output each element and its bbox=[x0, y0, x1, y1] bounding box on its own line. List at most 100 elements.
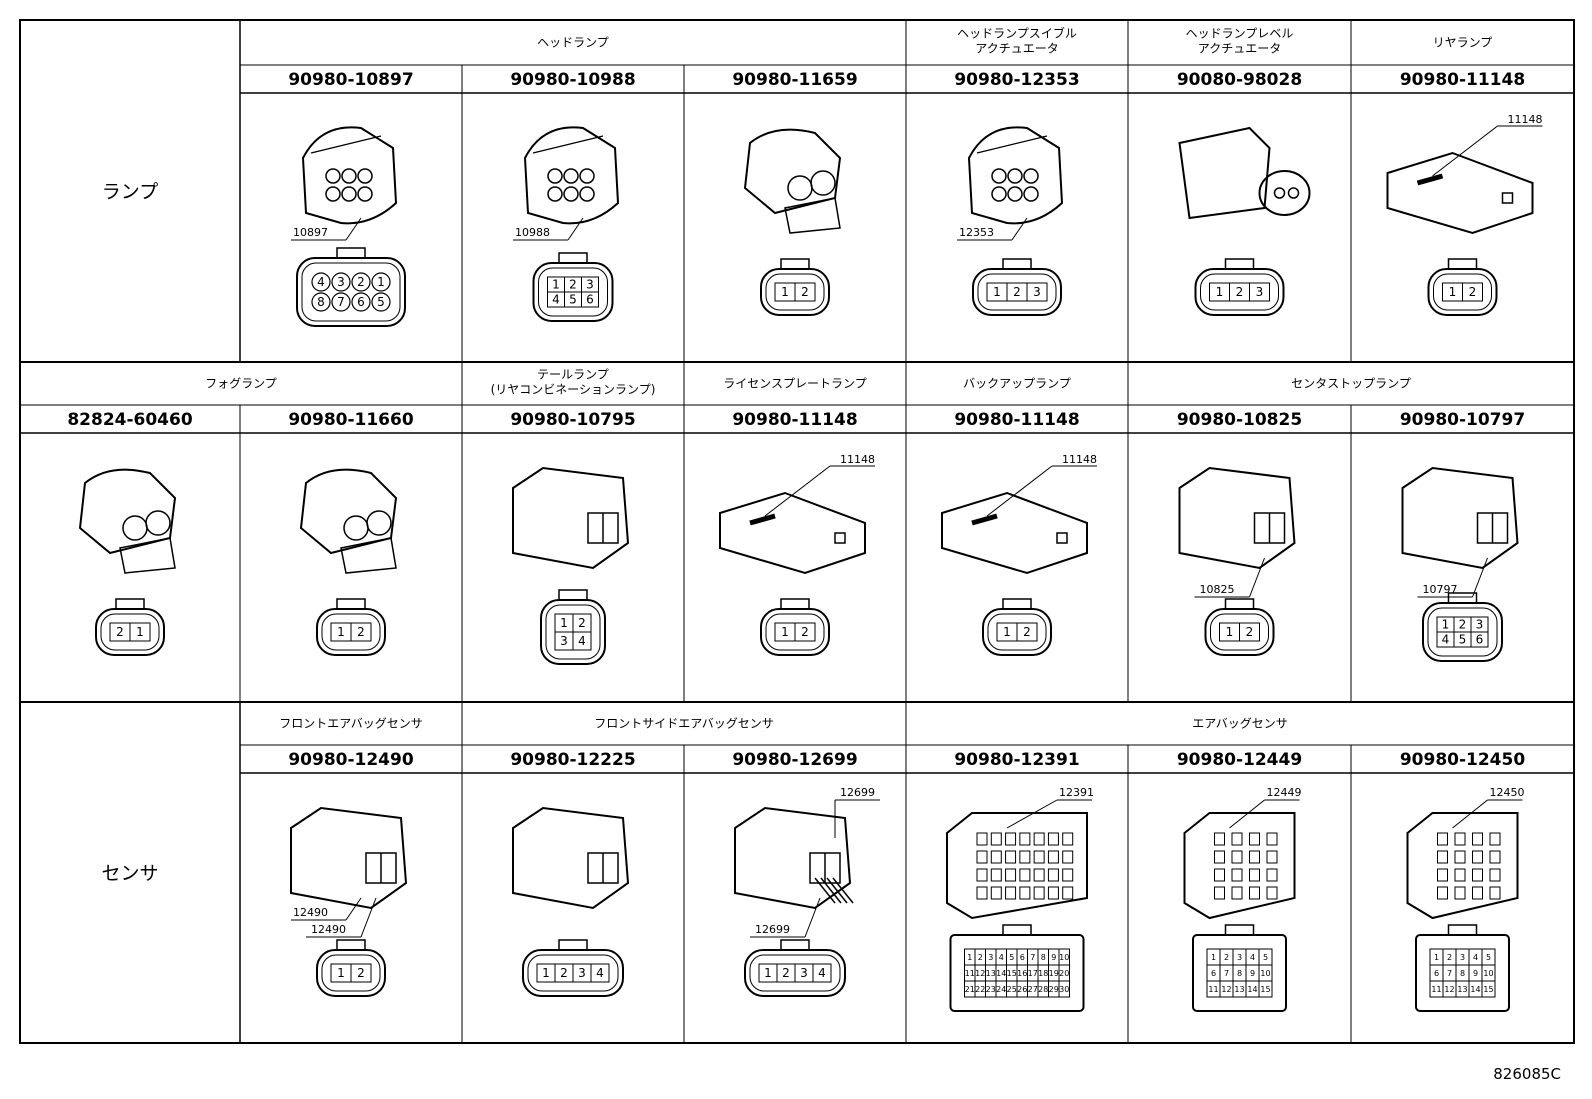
latch bbox=[336, 247, 366, 259]
pin-number: 4 bbox=[999, 953, 1004, 962]
callout-label: 12699 bbox=[755, 923, 790, 936]
pin-number: 3 bbox=[800, 966, 808, 980]
part-number: 90980-12353 bbox=[954, 70, 1079, 90]
callout-label: 11148 bbox=[1508, 113, 1543, 126]
pin-number: 1 bbox=[1442, 618, 1450, 632]
pin-cavity bbox=[1462, 282, 1483, 302]
pin-number: 28 bbox=[1038, 985, 1048, 994]
callout-label: 10897 bbox=[293, 226, 328, 239]
latch bbox=[1224, 924, 1255, 936]
pin-number: 2 bbox=[801, 625, 809, 639]
connector-isometric-view: 12450 bbox=[1406, 786, 1525, 920]
pin-number: 17 bbox=[1028, 969, 1038, 978]
pin-number: 18 bbox=[1038, 969, 1048, 978]
pin-number: 6 bbox=[586, 293, 594, 307]
connector-isometric-view: 10825 bbox=[1178, 466, 1296, 598]
pin-number: 10 bbox=[1483, 969, 1493, 978]
group-label: アクチュエータ bbox=[1198, 42, 1281, 56]
pin-number: 4 bbox=[1250, 953, 1255, 962]
pin-number: 10 bbox=[1059, 953, 1069, 962]
latch bbox=[558, 252, 588, 264]
callout-label: 12490 bbox=[311, 923, 346, 936]
connector-isometric-view bbox=[743, 128, 842, 234]
callout-label: 12450 bbox=[1490, 786, 1525, 799]
pin-number: 1 bbox=[560, 616, 568, 630]
connector-isometric-view: 12699 12699 bbox=[734, 786, 880, 938]
callout-label: 12449 bbox=[1267, 786, 1302, 799]
pin-number: 25 bbox=[1007, 985, 1017, 994]
pin-cavity bbox=[371, 292, 391, 312]
pin-number: 4 bbox=[818, 966, 826, 980]
callout-label: 12699 bbox=[840, 786, 875, 799]
pin-number: 6 bbox=[1476, 633, 1484, 647]
pin-number: 24 bbox=[996, 985, 1006, 994]
pin-number: 9 bbox=[1473, 969, 1478, 978]
pin-number: 8 bbox=[1460, 969, 1465, 978]
pin-number: 2 bbox=[1447, 953, 1452, 962]
pin-number: 3 bbox=[560, 634, 568, 648]
group-label: バックアップランプ bbox=[963, 377, 1071, 391]
pin-number: 3 bbox=[1237, 953, 1242, 962]
pin-number: 2 bbox=[1246, 625, 1254, 639]
pin-number: 2 bbox=[357, 625, 365, 639]
pin-number: 21 bbox=[965, 985, 975, 994]
drawing-reference-code: 826085C bbox=[1493, 1065, 1561, 1083]
pin-number: 1 bbox=[1226, 625, 1234, 639]
pin-number: 3 bbox=[586, 278, 594, 292]
group-label: ヘッドランプレベル bbox=[1186, 27, 1294, 41]
pin-number: 2 bbox=[1224, 953, 1229, 962]
group-label: センタストップランプ bbox=[1291, 377, 1411, 391]
pin-cavity bbox=[129, 622, 151, 642]
pin-number: 2 bbox=[782, 966, 790, 980]
callout-label: 10988 bbox=[515, 226, 550, 239]
pin-number: 2 bbox=[357, 966, 365, 980]
pin-number: 1 bbox=[552, 278, 560, 292]
pin-cavity bbox=[1026, 282, 1048, 302]
group-label: フォグランプ bbox=[205, 377, 277, 391]
connector-isometric-view: 10988 bbox=[513, 126, 620, 241]
connector-face-outline bbox=[296, 257, 406, 327]
pin-cavity bbox=[1058, 980, 1070, 998]
pin-number: 2 bbox=[1236, 285, 1244, 299]
latch bbox=[1002, 598, 1032, 610]
pin-cavity bbox=[1239, 622, 1260, 642]
pin-number: 2 bbox=[569, 278, 577, 292]
part-number: 90980-12490 bbox=[288, 750, 414, 770]
pin-number: 7 bbox=[337, 295, 345, 309]
pin-number: 15 bbox=[1260, 985, 1270, 994]
pin-cavity bbox=[1249, 282, 1270, 302]
pin-number: 8 bbox=[1041, 953, 1046, 962]
pin-cavity bbox=[794, 622, 816, 642]
pin-number: 2 bbox=[1013, 285, 1021, 299]
part-number: 90980-10897 bbox=[288, 70, 413, 90]
pin-cavity bbox=[1258, 980, 1273, 998]
pin-cavity bbox=[1470, 631, 1489, 648]
pin-cavity bbox=[351, 292, 371, 312]
pin-number: 5 bbox=[1263, 953, 1268, 962]
pin-number: 4 bbox=[552, 293, 560, 307]
pin-number: 30 bbox=[1059, 985, 1069, 994]
pin-number: 2 bbox=[578, 616, 586, 630]
part-number: 90980-10988 bbox=[510, 70, 635, 90]
category-label: センサ bbox=[101, 863, 158, 885]
part-number: 90980-12449 bbox=[1177, 750, 1302, 770]
pin-number: 11 bbox=[965, 969, 975, 978]
pin-number: 9 bbox=[1051, 953, 1056, 962]
group-label: フロントエアバッグセンサ bbox=[279, 717, 423, 731]
pin-number: 11 bbox=[1431, 985, 1441, 994]
pin-cavity bbox=[311, 292, 331, 312]
